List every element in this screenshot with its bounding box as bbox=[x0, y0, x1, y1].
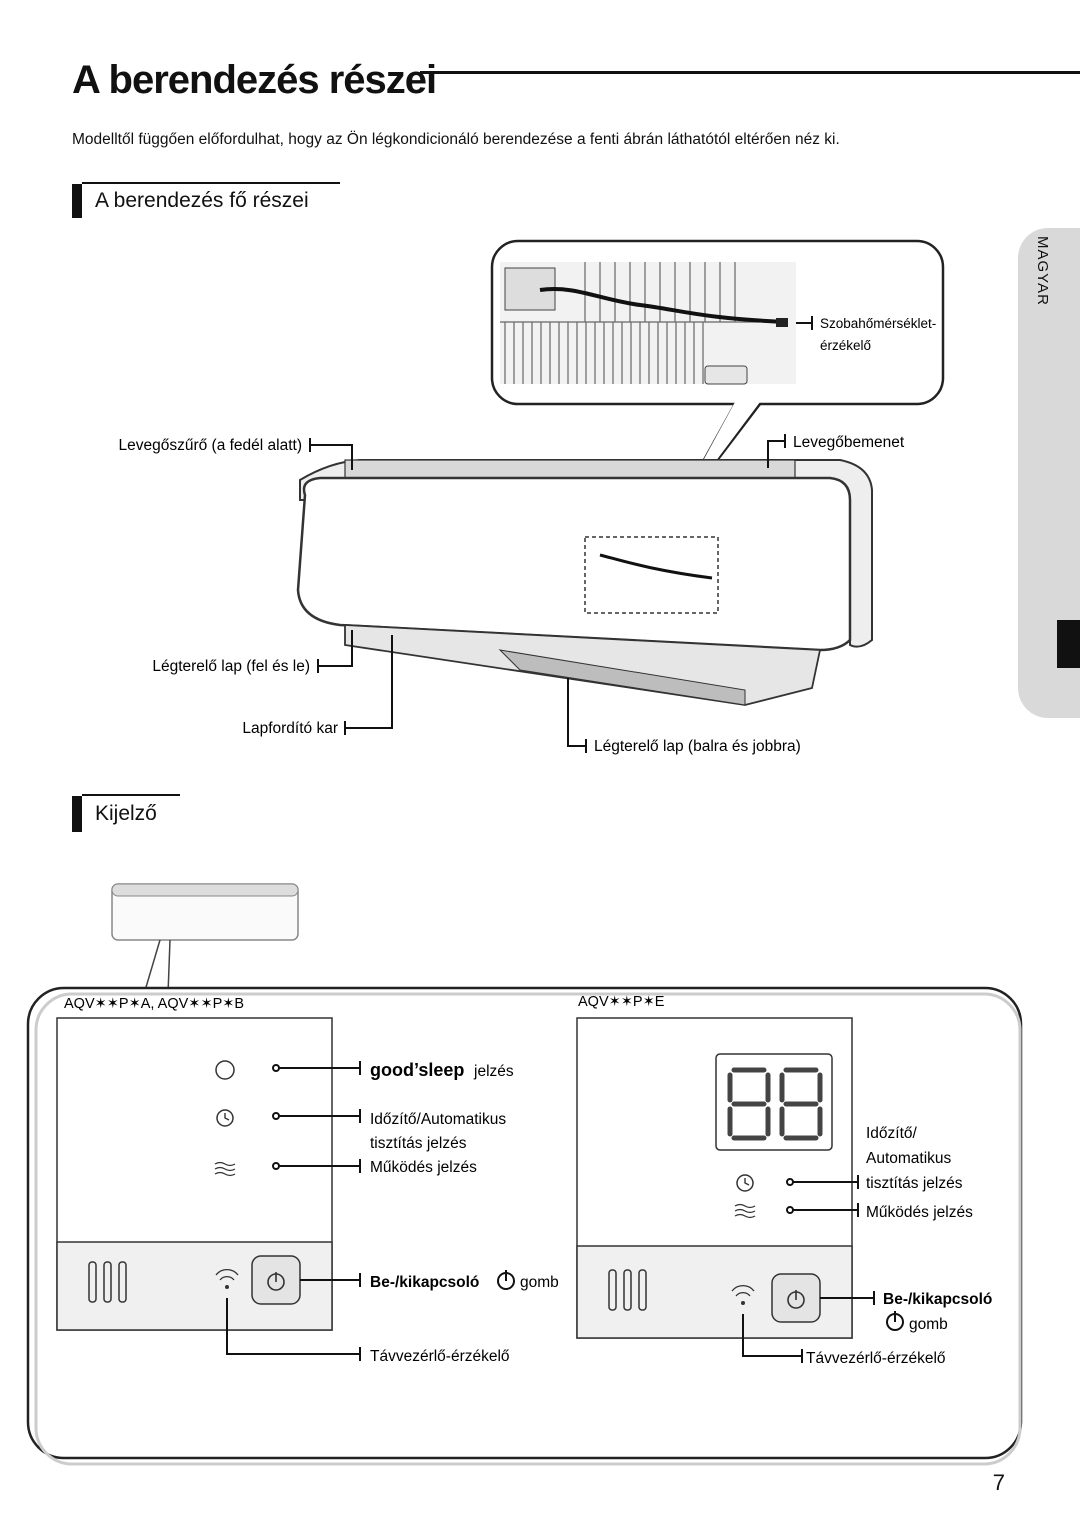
unit-illustration: Szobahőmérséklet- érzékelő Levegőszűrő (… bbox=[118, 239, 945, 755]
left-timer-label-2: tisztítás jelzés bbox=[370, 1135, 467, 1152]
page-number: 7 bbox=[992, 1470, 1005, 1495]
right-timer-label-3: tisztítás jelzés bbox=[866, 1175, 963, 1192]
label-blade-lever: Lapfordító kar bbox=[242, 720, 338, 737]
left-power-label: Be-/kikapcsoló bbox=[370, 1274, 479, 1291]
label-room-temp-sensor-2: érzékelő bbox=[820, 338, 871, 353]
label-blade-updown: Légterelő lap (fel és le) bbox=[152, 658, 310, 675]
left-timer-label-1: Időzítő/Automatikus bbox=[370, 1111, 506, 1128]
title-rule bbox=[420, 71, 1080, 74]
section-bar bbox=[72, 796, 82, 832]
section-heading-display: Kijelző bbox=[95, 802, 157, 825]
right-timer-label-1: Időzítő/ bbox=[866, 1125, 918, 1142]
left-model-label: AQV✶✶P✶A, AQV✶✶P✶B bbox=[64, 996, 244, 1012]
left-remote-sensor-label: Távvezérlő-érzékelő bbox=[370, 1348, 510, 1365]
right-power-suffix: gomb bbox=[909, 1316, 948, 1333]
goodsleep-brand: good’sleep bbox=[370, 1060, 464, 1080]
right-model-label: AQV✶✶P✶E bbox=[578, 994, 665, 1010]
language-tab-marker bbox=[1057, 620, 1080, 668]
right-display-panel bbox=[576, 1017, 853, 1339]
indoor-unit bbox=[296, 459, 873, 706]
label-air-filter: Levegőszűrő (a fedél alatt) bbox=[118, 437, 302, 454]
right-operation-label: Működés jelzés bbox=[866, 1204, 973, 1221]
section-rule bbox=[82, 794, 180, 796]
section-heading-main-parts: A berendezés fő részei bbox=[95, 189, 309, 212]
intro-text: Modelltől függően előfordulhat, hogy az … bbox=[72, 131, 840, 148]
label-blade-leftright: Légterelő lap (balra és jobbra) bbox=[594, 738, 801, 755]
label-room-temp-sensor-1: Szobahőmérséklet- bbox=[820, 316, 936, 331]
left-display-panel bbox=[56, 1017, 333, 1331]
right-timer-label-2: Automatikus bbox=[866, 1150, 952, 1167]
language-tab-label: MAGYAR bbox=[1034, 236, 1051, 306]
goodsleep-suffix: jelzés bbox=[473, 1063, 514, 1080]
section-bar bbox=[72, 184, 82, 218]
section-rule bbox=[82, 182, 340, 184]
display-illustration: AQV✶✶P✶A, AQV✶✶P✶B AQV✶✶P✶E good’sleep j… bbox=[26, 883, 1023, 1466]
page-title: A berendezés részei bbox=[72, 58, 437, 102]
left-power-suffix: gomb bbox=[520, 1274, 559, 1291]
sensor-zoom-bubble bbox=[490, 239, 945, 406]
right-remote-sensor-label: Távvezérlő-érzékelő bbox=[806, 1350, 946, 1367]
right-power-label: Be-/kikapcsoló bbox=[883, 1291, 992, 1308]
left-operation-label: Működés jelzés bbox=[370, 1159, 477, 1176]
label-air-inlet: Levegőbemenet bbox=[793, 434, 905, 451]
